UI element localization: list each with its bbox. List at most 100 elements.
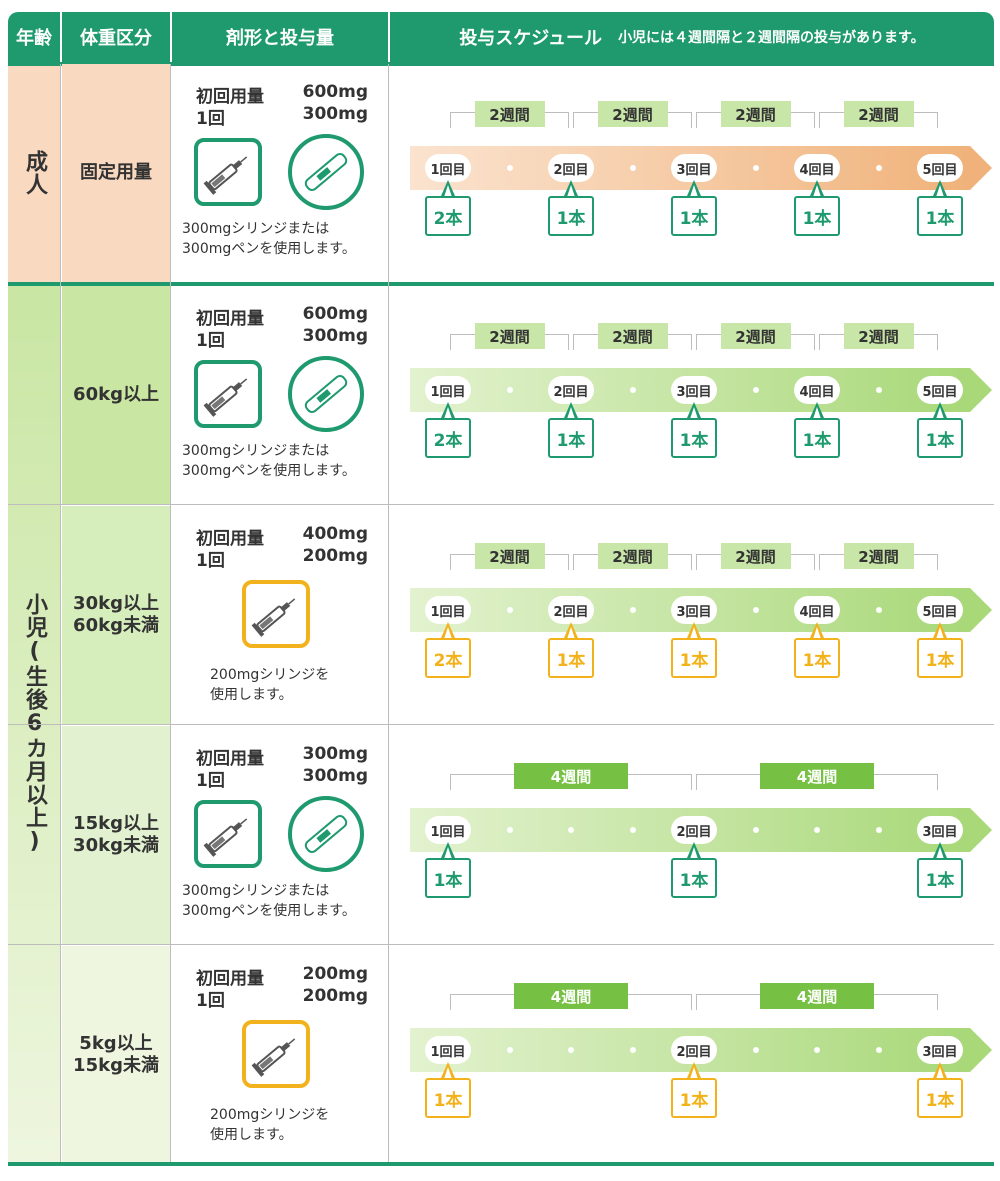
interval-label: 4週間: [760, 763, 874, 789]
visit-marker: 1回目: [425, 596, 471, 624]
per-dose-label: 1回: [196, 551, 225, 571]
quantity-pointer-inner: [813, 407, 821, 419]
quantity-pointer-inner: [444, 185, 452, 197]
schedule-arrow-tip: [970, 146, 992, 190]
weight-cell: 5kg以上 15kg未満: [62, 946, 170, 1164]
quantity-pointer-inner: [690, 1067, 698, 1079]
weight-label: 30kg以上 60kg未満: [73, 592, 159, 637]
initial-dose-label: 初回用量: [196, 529, 264, 549]
schedule-dot: [629, 1047, 636, 1053]
age-cell-adult: 成人: [8, 64, 60, 282]
visit-marker: 2回目: [671, 1036, 717, 1064]
per-dose-value: 200mg: [302, 546, 368, 566]
column-divider: [170, 64, 171, 1162]
initial-dose-value: 400mg: [302, 524, 368, 544]
quantity-box: 1本: [671, 196, 717, 236]
quantity-pointer-inner: [813, 185, 821, 197]
schedule-dot: [629, 387, 636, 393]
interval-label: 2週間: [474, 323, 545, 349]
quantity-pointer-inner: [936, 1067, 944, 1079]
per-dose-line: 1回 200mg: [196, 546, 368, 571]
interval-label: 2週間: [720, 101, 791, 127]
syringe-icon: [242, 580, 310, 648]
header-divider: [170, 12, 172, 62]
header-age: 年齢: [8, 12, 60, 62]
pen-icon: [288, 356, 364, 432]
quantity-pointer-inner: [936, 407, 944, 419]
quantity-box: 1本: [794, 196, 840, 236]
schedule-dot: [814, 827, 820, 833]
quantity-box: 1本: [671, 858, 717, 898]
schedule-arrow-tip: [970, 808, 992, 852]
schedule-dot: [875, 827, 882, 833]
quantity-pointer-inner: [690, 407, 698, 419]
per-dose-value: 300mg: [302, 326, 368, 346]
interval-label: 2週間: [597, 543, 668, 569]
schedule-dot: [875, 387, 882, 393]
visit-marker: 3回目: [671, 376, 717, 404]
visit-marker: 3回目: [917, 816, 963, 844]
schedule-dot: [629, 827, 636, 833]
per-dose-label: 1回: [196, 331, 225, 351]
usage-note: 200mgシリンジを 使用します。: [210, 667, 330, 703]
pen-icon: [288, 134, 364, 210]
quantity-box: 2本: [425, 196, 471, 236]
initial-dose-value: 600mg: [302, 304, 368, 324]
schedule-dot: [506, 827, 513, 833]
visit-marker: 2回目: [548, 154, 594, 182]
quantity-box: 2本: [425, 638, 471, 678]
schedule-dot: [752, 607, 759, 613]
quantity-box: 1本: [671, 418, 717, 458]
weight-label: 60kg以上: [73, 383, 159, 405]
visit-marker: 2回目: [548, 596, 594, 624]
schedule-arrow-tip: [970, 368, 992, 412]
schedule-dot: [506, 1047, 513, 1053]
schedule-dot: [506, 607, 513, 613]
usage-note: 300mgシリンジまたは 300mgペンを使用します。: [182, 221, 356, 257]
visit-marker: 5回目: [917, 376, 963, 404]
quantity-box: 1本: [548, 638, 594, 678]
interval-label: 4週間: [760, 983, 874, 1009]
interval-label: 2週間: [720, 543, 791, 569]
header-schedule: 投与スケジュール 小児には４週間隔と２週間隔の投与があります。: [390, 12, 994, 62]
schedule-arrow-tip: [970, 1028, 992, 1072]
table-bottom-line: [8, 1162, 994, 1166]
quantity-box: 1本: [548, 418, 594, 458]
quantity-box: 1本: [917, 858, 963, 898]
per-dose-line: 1回 300mg: [196, 326, 368, 351]
interval-label: 2週間: [597, 323, 668, 349]
quantity-box: 1本: [917, 196, 963, 236]
schedule-dot: [875, 1047, 882, 1053]
weight-cell: 15kg以上 30kg未満: [62, 726, 170, 944]
schedule-dot: [752, 165, 759, 171]
quantity-pointer-inner: [444, 627, 452, 639]
initial-dose-label: 初回用量: [196, 309, 264, 329]
quantity-box: 1本: [425, 858, 471, 898]
age-label-adult: 成人: [22, 150, 47, 196]
weight-cell: 30kg以上 60kg未満: [62, 506, 170, 724]
schedule-dot: [875, 607, 882, 613]
quantity-box: 1本: [671, 1078, 717, 1118]
schedule-arrow-tip: [970, 588, 992, 632]
schedule-dot: [506, 165, 513, 171]
initial-dose-value: 300mg: [302, 744, 368, 764]
quantity-box: 1本: [671, 638, 717, 678]
per-dose-value: 200mg: [302, 986, 368, 1006]
quantity-box: 1本: [794, 638, 840, 678]
quantity-pointer-inner: [567, 185, 575, 197]
visit-marker: 3回目: [671, 596, 717, 624]
weight-cell: 固定用量: [62, 64, 170, 282]
pen-icon: [288, 796, 364, 872]
schedule-dot: [875, 165, 882, 171]
header-divider: [388, 12, 390, 62]
schedule-dot: [568, 1047, 574, 1053]
